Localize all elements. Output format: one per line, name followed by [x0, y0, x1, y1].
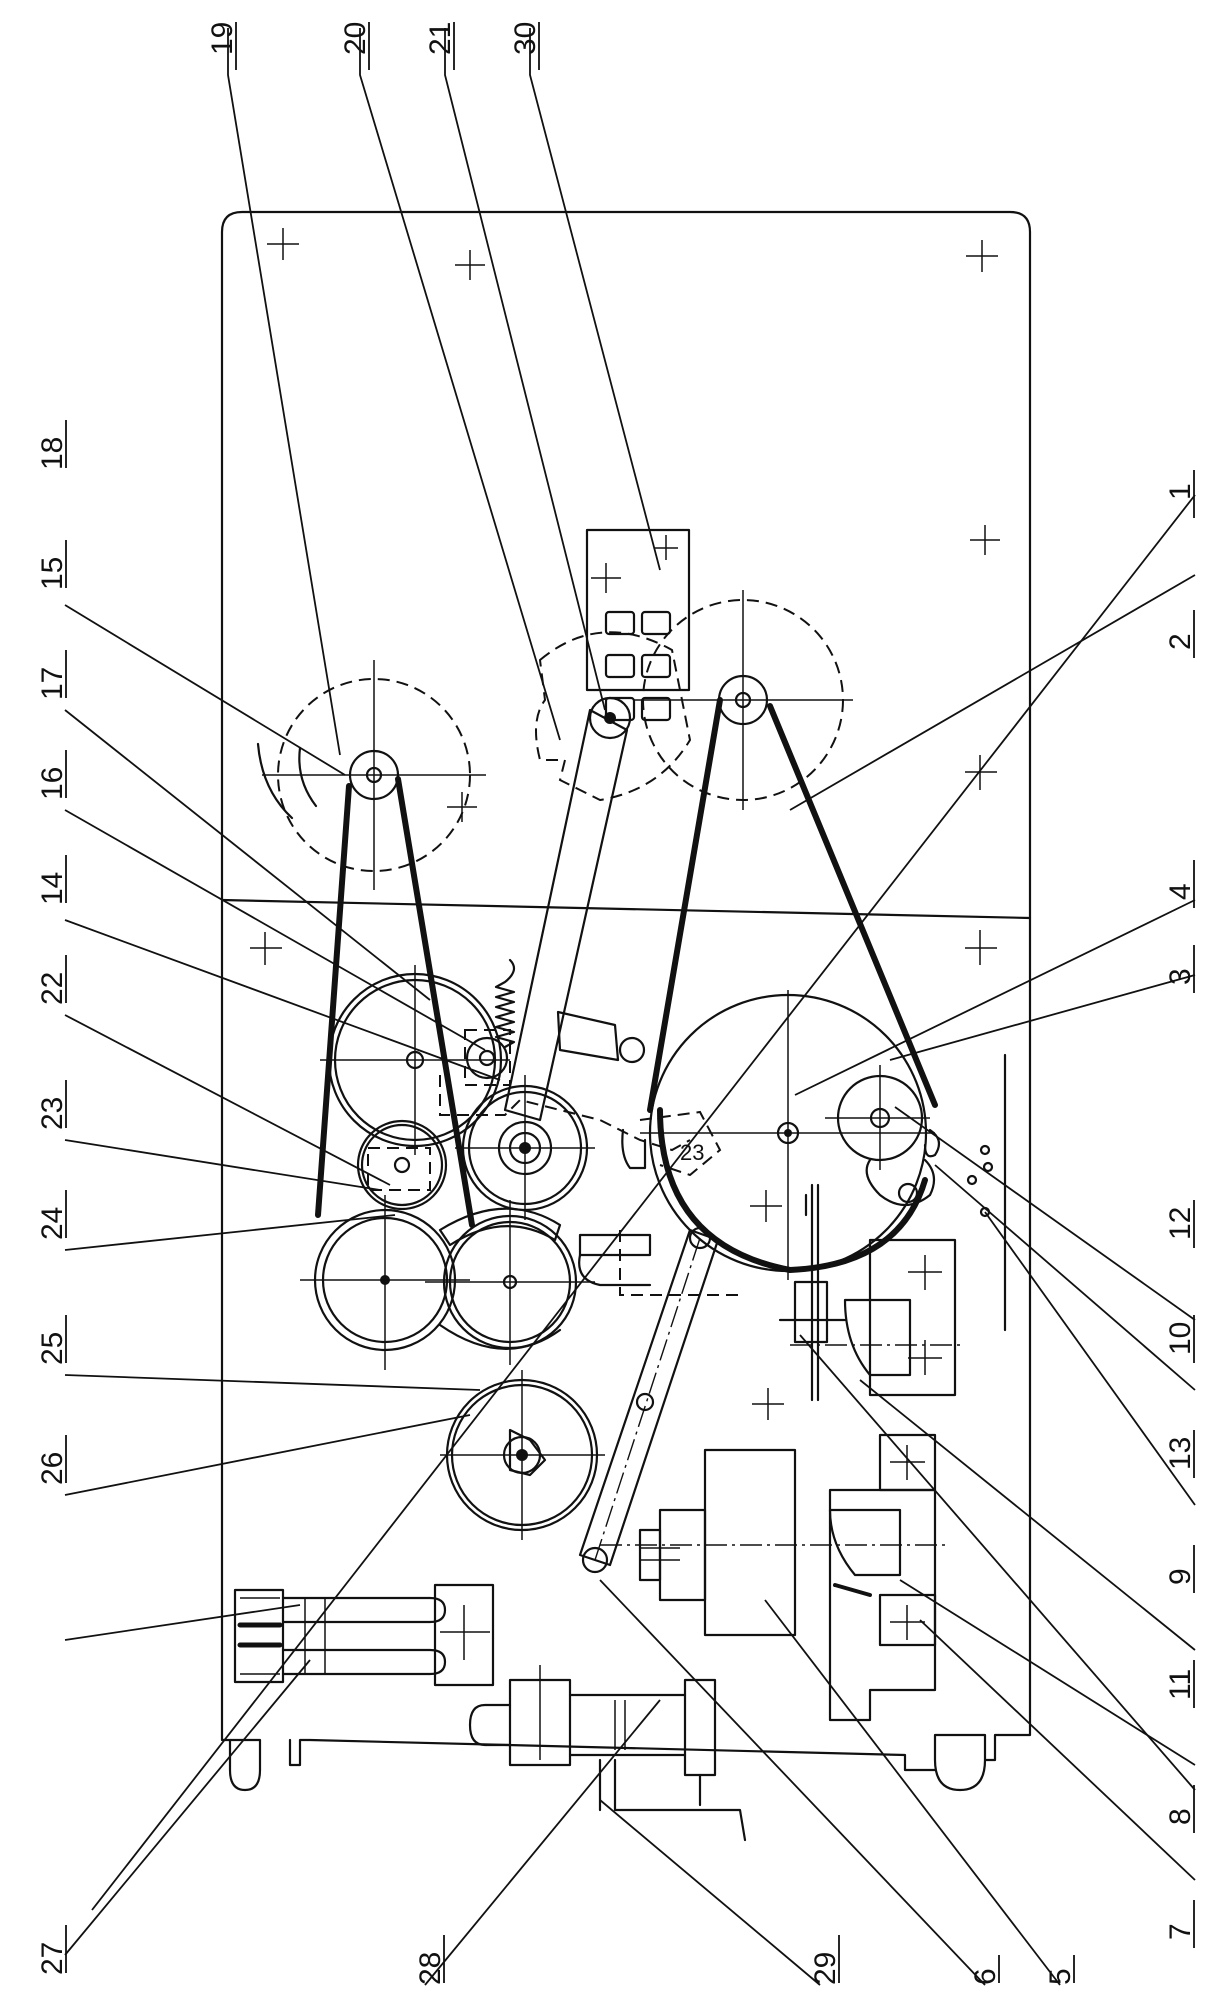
- plate-divider: [220, 898, 1032, 920]
- callout-8: 8: [1164, 1808, 1197, 1825]
- callout-25: 25: [36, 1332, 69, 1365]
- connector-28-29: [468, 1665, 747, 1842]
- callout-29: 29: [809, 1952, 842, 1985]
- gear-25: [440, 1370, 605, 1540]
- base-plate: [220, 210, 1032, 1792]
- callout-4: 4: [1164, 883, 1197, 900]
- callout-23: 23: [36, 1097, 69, 1130]
- callout-16: 16: [36, 767, 69, 800]
- gear-22: [356, 1119, 448, 1211]
- callout-22: 22: [36, 972, 69, 1005]
- contact-block-30: [585, 528, 691, 722]
- fixture-7: [828, 1433, 937, 1722]
- callout-1: 1: [1164, 483, 1197, 500]
- callout-labels: 19 20 21 30 18 15 17 16 14 22 23 24 25 2…: [36, 22, 1197, 1985]
- slider-11: [778, 1183, 847, 1402]
- reel-19: [256, 660, 486, 890]
- callout-14: 14: [36, 872, 69, 905]
- callout-17: 17: [36, 667, 69, 700]
- callout-10: 10: [1164, 1322, 1197, 1355]
- callout-21: 21: [424, 22, 457, 55]
- callout-28: 28: [414, 1952, 447, 1985]
- callout-19: 19: [206, 22, 239, 55]
- callout-13: 13: [1164, 1437, 1197, 1470]
- dashed-linkage: 23: [439, 1075, 722, 1177]
- callout-11: 11: [1164, 1669, 1197, 1700]
- callout-underlines: [65, 22, 1195, 1983]
- callout-6: 6: [969, 1968, 1002, 1985]
- callout-12: 12: [1164, 1207, 1197, 1240]
- callout-2: 2: [1164, 633, 1197, 650]
- callout-18: 18: [36, 437, 69, 470]
- callout-27: 27: [36, 1942, 69, 1975]
- flywheel-3: [640, 990, 935, 1280]
- link-arm-6: [578, 1226, 720, 1574]
- callout-9: 9: [1164, 1568, 1197, 1585]
- callout-7: 7: [1164, 1923, 1197, 1940]
- callout-30: 30: [509, 22, 542, 55]
- connector-26-27: [233, 1583, 495, 1687]
- mounting-crosses: [250, 228, 1000, 1420]
- tag-23-inline: 23: [680, 1140, 704, 1165]
- lever-arm: [503, 708, 646, 1122]
- callout-20: 20: [339, 22, 372, 55]
- spring-15: [494, 958, 516, 1049]
- callout-24: 24: [36, 1207, 69, 1240]
- solenoid-5: [600, 1448, 950, 1637]
- fixture-9: [790, 1238, 965, 1397]
- callout-15: 15: [36, 557, 69, 590]
- drive-belts: [315, 697, 938, 1228]
- reel-1: [633, 590, 853, 810]
- callout-26: 26: [36, 1452, 69, 1485]
- misc-pivots: [578, 1230, 740, 1296]
- callout-5: 5: [1044, 1968, 1077, 1985]
- gear-14: [455, 1075, 595, 1220]
- gear-23: [425, 1200, 595, 1365]
- leader-lines: [64, 28, 1196, 1986]
- gear-24: [300, 1195, 470, 1370]
- callout-3: 3: [1164, 968, 1197, 985]
- gear-16: [320, 965, 510, 1155]
- cam-disc-20: [535, 631, 692, 802]
- motor-pulley-12: [825, 1053, 1007, 1332]
